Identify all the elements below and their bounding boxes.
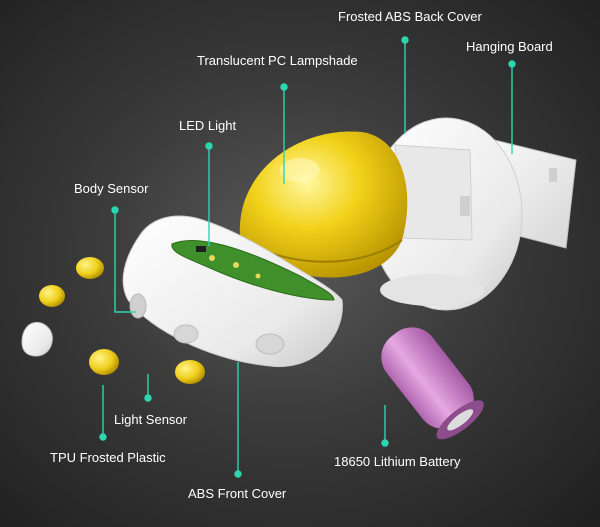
label-hanging-board: Hanging Board — [466, 39, 553, 54]
label-led-light: LED Light — [179, 118, 237, 133]
label-light-sensor: Light Sensor — [114, 412, 187, 427]
label-front-cover: ABS Front Cover — [188, 486, 287, 501]
front-cover — [122, 215, 343, 368]
label-battery: 18650 Lithium Battery — [334, 454, 461, 469]
leader-lines — [99, 36, 516, 478]
label-tpu-plastic: TPU Frosted Plastic — [50, 450, 166, 465]
label-body-sensor: Body Sensor — [74, 181, 149, 196]
battery — [381, 327, 484, 440]
label-back-cover: Frosted ABS Back Cover — [338, 9, 482, 24]
tpu-cap — [21, 321, 53, 357]
label-lampshade: Translucent PC Lampshade — [197, 53, 358, 68]
sensor-caps — [39, 257, 205, 384]
